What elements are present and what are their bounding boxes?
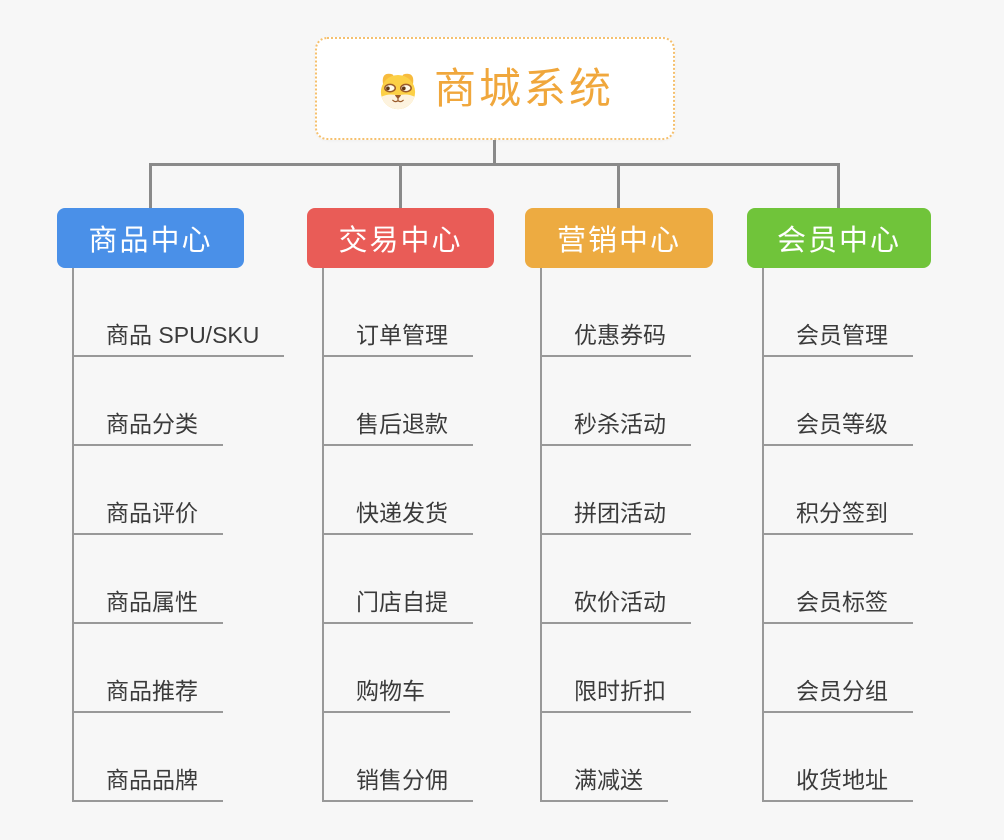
root-node[interactable]: 商城系统 [315,37,675,140]
child-node[interactable]: 会员分组 [762,677,913,713]
child-node[interactable]: 商品 SPU/SKU [72,321,285,357]
connector-branch-drop [617,163,620,208]
child-node[interactable]: 秒杀活动 [540,410,691,446]
connector-root-drop [493,140,496,166]
branch-spine [762,268,764,802]
child-node[interactable]: 满减送 [540,766,668,802]
child-node[interactable]: 积分签到 [762,499,913,535]
branch-node-label: 营销中心 [556,225,681,257]
root-node-label: 商城系统 [433,64,614,112]
child-node[interactable]: 商品推荐 [72,677,223,713]
child-node[interactable]: 售后退款 [322,410,473,446]
child-node[interactable]: 拼团活动 [540,499,691,535]
child-node[interactable]: 商品评价 [72,499,223,535]
branch-node-label: 商品中心 [88,225,213,257]
connector-branch-drop [399,163,402,208]
child-node[interactable]: 购物车 [322,677,450,713]
child-node[interactable]: 会员标签 [762,588,913,624]
branch-spine [540,268,542,802]
child-node[interactable]: 商品属性 [72,588,223,624]
child-node[interactable]: 收货地址 [762,766,913,802]
branch-node-2[interactable]: 交易中心 [307,208,494,268]
child-node[interactable]: 快递发货 [322,499,473,535]
child-node[interactable]: 限时折扣 [540,677,691,713]
connector-branch-drop [149,163,152,208]
child-node[interactable]: 商品品牌 [72,766,223,802]
child-node[interactable]: 销售分佣 [322,766,473,802]
branch-node-1[interactable]: 商品中心 [57,208,244,268]
child-node[interactable]: 优惠券码 [540,321,691,357]
child-node[interactable]: 会员等级 [762,410,913,446]
branch-node-4[interactable]: 会员中心 [747,208,931,268]
child-node[interactable]: 砍价活动 [540,588,691,624]
branch-spine [322,268,324,802]
child-node[interactable]: 会员管理 [762,321,913,357]
branch-spine [72,268,74,802]
branch-node-label: 交易中心 [338,225,463,257]
branch-node-3[interactable]: 营销中心 [525,208,713,268]
branch-node-label: 会员中心 [776,225,901,257]
connector-branch-drop [837,163,840,208]
child-node[interactable]: 门店自提 [322,588,473,624]
dog-face-icon [376,67,420,111]
connector-horizontal-rail [149,163,840,166]
child-node[interactable]: 订单管理 [322,321,473,357]
child-node[interactable]: 商品分类 [72,410,223,446]
